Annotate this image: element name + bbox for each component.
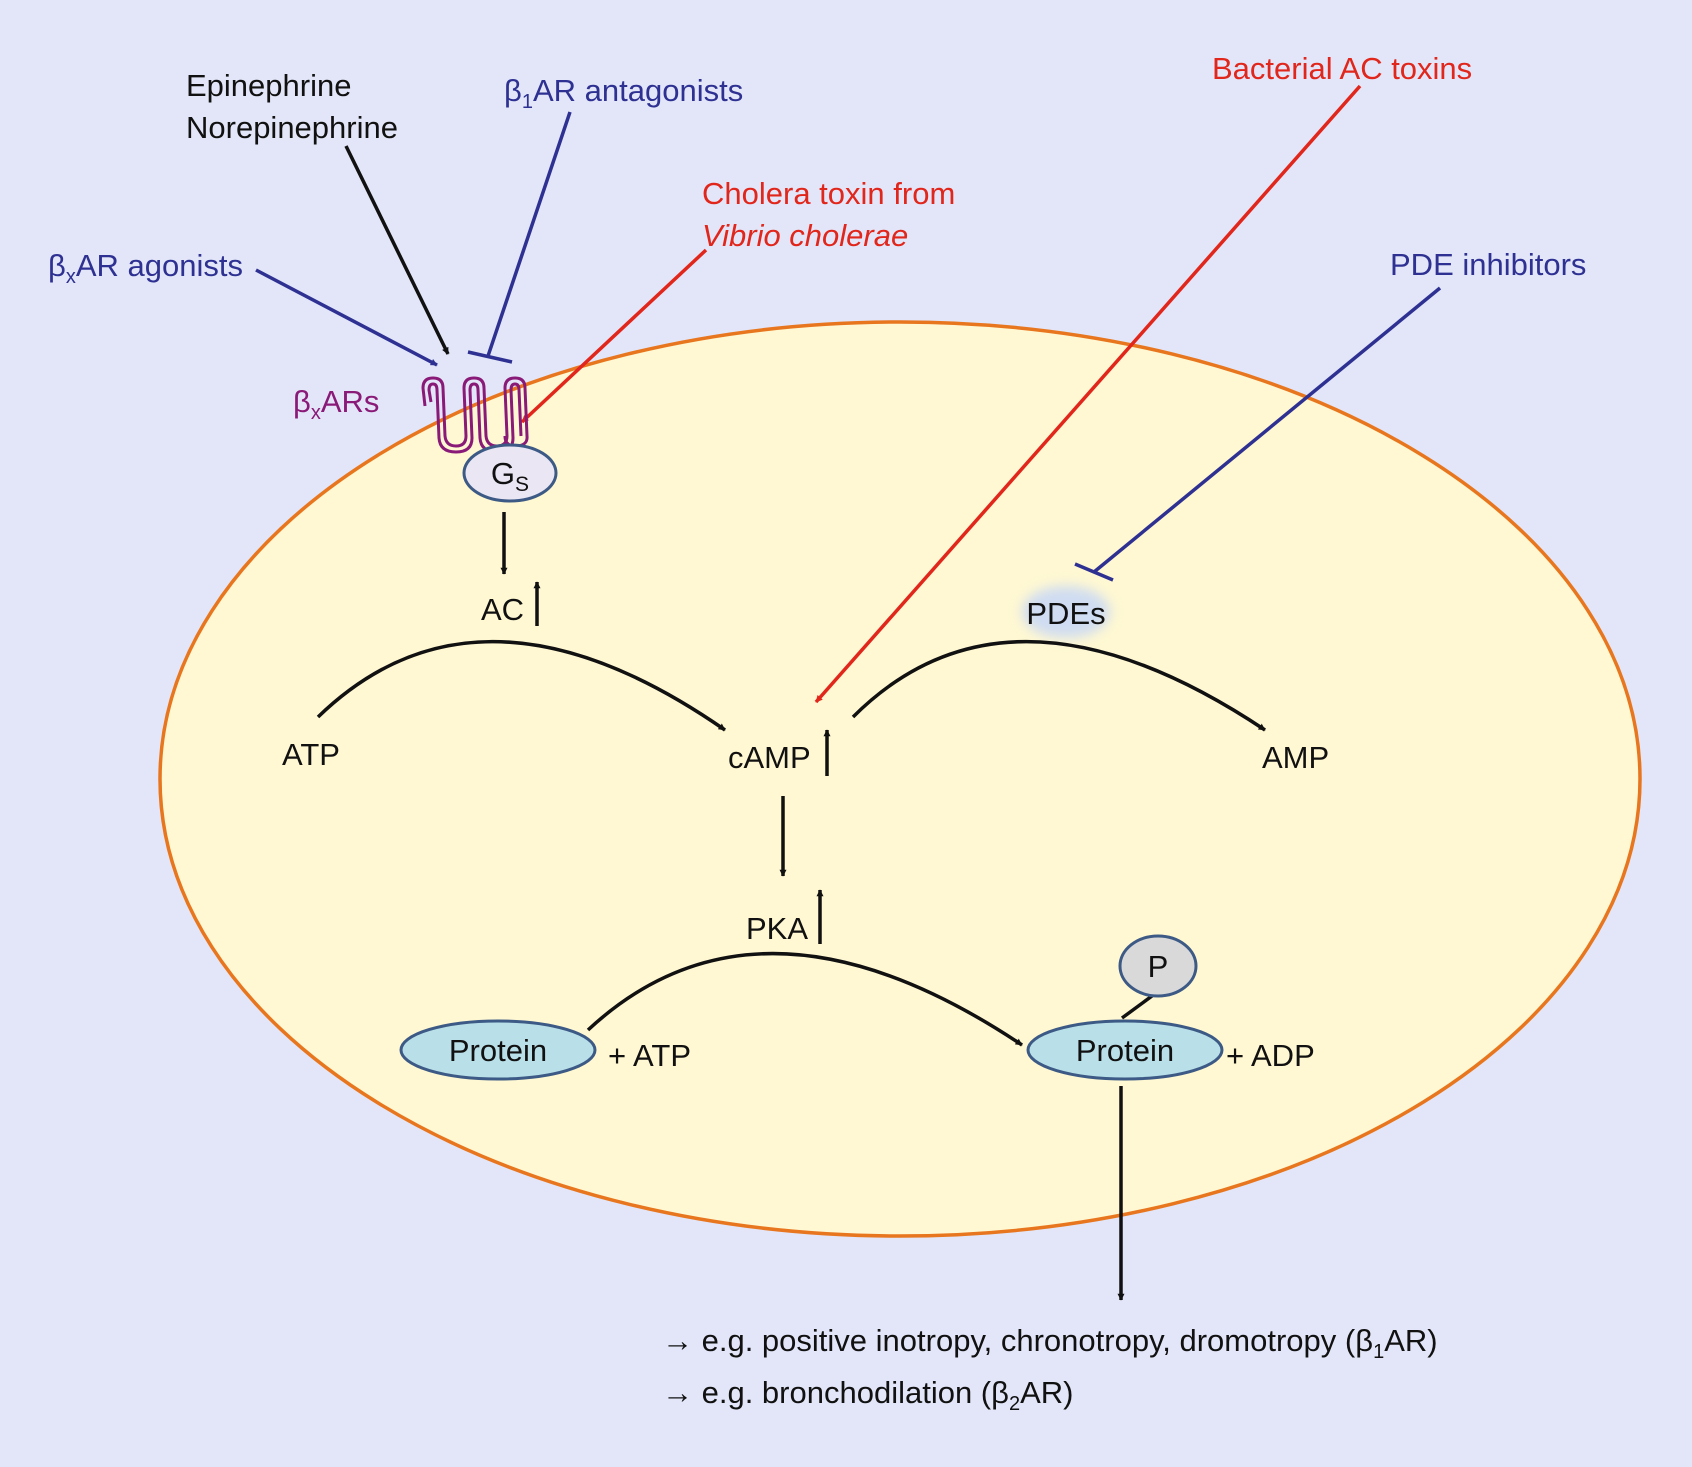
- plus-atp-label: + ATP: [608, 1038, 691, 1073]
- cell-ellipse: [158, 320, 1642, 1238]
- beta1-antagonists-label: β1AR antagonists: [504, 73, 743, 113]
- phosphate-group: [1118, 934, 1198, 998]
- gs-protein: [462, 443, 558, 503]
- protein-left-label: Protein: [449, 1033, 547, 1068]
- antagonists-inhibition-line: [486, 111, 572, 357]
- pdes-label: PDEs: [1026, 596, 1105, 631]
- pde-inhibitors-bar: [1074, 562, 1114, 582]
- pdes-glow: [1022, 586, 1110, 638]
- camp-label: cAMP: [728, 740, 811, 775]
- antagonists-inhibition-bar: [467, 350, 513, 364]
- epinephrine-arrow: [344, 145, 450, 355]
- outcome-beta1: → e.g. positive inotropy, chronotropy, d…: [662, 1323, 1438, 1363]
- protein-right: [1026, 1019, 1224, 1081]
- outcome-beta2: → e.g. bronchodilation (β2AR): [662, 1375, 1074, 1415]
- amp-label: AMP: [1262, 740, 1329, 775]
- vibrio-cholerae-label: Vibrio cholerae: [702, 218, 908, 253]
- protein-left: [399, 1019, 597, 1081]
- bacterial-ac-toxins-label: Bacterial AC toxins: [1212, 51, 1472, 86]
- pde-inhibitors-label: PDE inhibitors: [1390, 247, 1586, 282]
- pde-inhibitors-line: [1092, 286, 1442, 574]
- pka-label: PKA: [746, 911, 808, 946]
- cholera-toxin-label: Cholera toxin from: [702, 176, 955, 211]
- atp-to-camp-arc: [316, 639, 726, 732]
- atp-label: ATP: [282, 737, 340, 772]
- plus-adp-label: + ADP: [1226, 1038, 1315, 1073]
- protein-right-label: Protein: [1076, 1033, 1174, 1068]
- gs-label: GS: [491, 456, 529, 496]
- norepinephrine-label: Norepinephrine: [186, 110, 398, 145]
- ac-label: AC: [481, 592, 524, 627]
- agonists-arrow: [255, 268, 438, 367]
- betax-ars-label: βxARs: [293, 384, 379, 424]
- cholera-arrow: [520, 248, 708, 424]
- receptor-icon: [421, 376, 529, 454]
- bacterial-toxins-arrow: [814, 84, 1362, 704]
- phosphate-bond: [1120, 994, 1154, 1020]
- camp-to-amp-arc: [851, 639, 1266, 732]
- phosphate-label: P: [1148, 949, 1169, 984]
- epinephrine-label: Epinephrine: [186, 68, 351, 103]
- betax-agonists-label: βxAR agonists: [48, 248, 243, 288]
- phosphorylation-arc: [586, 951, 1023, 1047]
